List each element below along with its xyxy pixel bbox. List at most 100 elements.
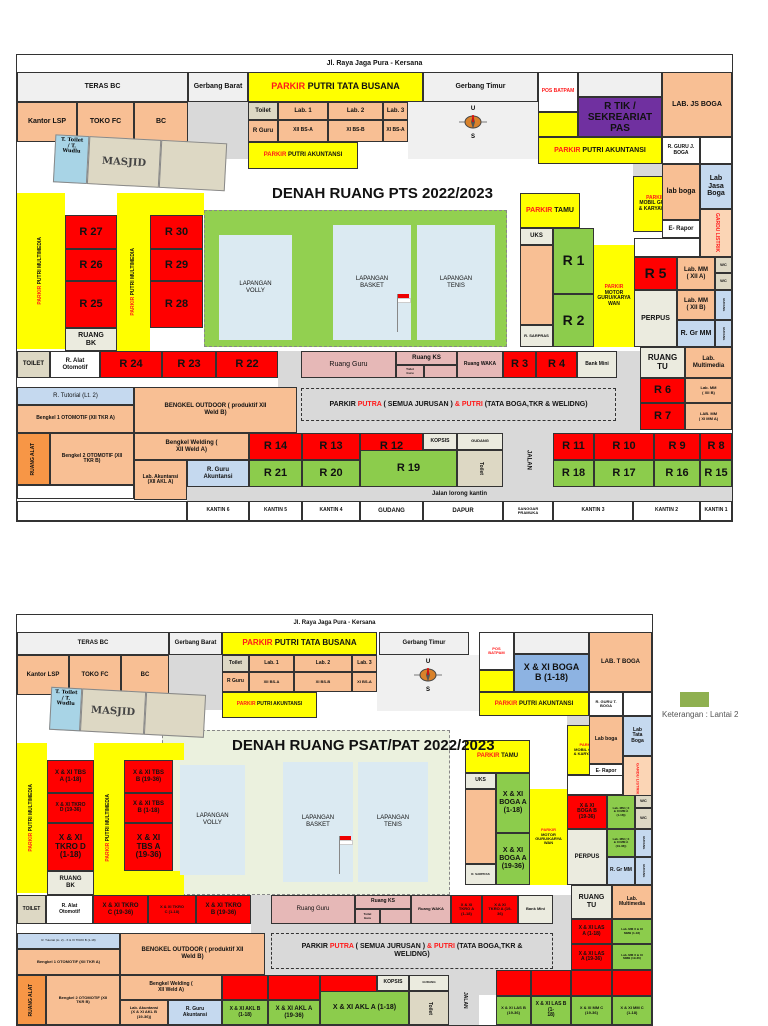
x-xi-tkro-a-19-36: X & XI TKRO A (19- 36) bbox=[482, 895, 518, 924]
lapangan-tenis: LAPANGAN TENIS bbox=[417, 225, 495, 340]
kantor-lsp-label: Kantor LSP bbox=[26, 671, 60, 678]
lab-mm-x-xi-mmb-1-18-label: Lab. MM X & XI MMB (1-18) bbox=[621, 927, 643, 935]
map-title: DENAH RUANG PTS 2022/2023 bbox=[272, 185, 493, 202]
gerbang-barat: Gerbang Barat bbox=[169, 632, 222, 655]
wc-1: WC bbox=[635, 795, 652, 808]
r-20: R 20 bbox=[302, 460, 360, 487]
kantin-3-label: KANTIN 3 bbox=[581, 507, 605, 514]
gudang-v1: GUDANG bbox=[715, 290, 732, 320]
parkir-tamu: PARKIR TAMU bbox=[465, 740, 530, 773]
x-xi-tkro-c-19-36-label: X & XI TKRO C (19-36) bbox=[102, 902, 139, 916]
bengkel-2-otomotif-label: Bengkel 2 OTOMOTIF (XII TKR B) bbox=[58, 994, 108, 1004]
r-tik-sekreariat-label: R TIK / SEKREARIAT PAS bbox=[587, 100, 653, 134]
gardu-listrik-label: GARDU LISTRIK bbox=[713, 213, 720, 253]
lab-t-boga: LAB. T BOGA bbox=[589, 632, 652, 692]
r-10: R 10 bbox=[594, 433, 654, 460]
kantor-lsp: Kantor LSP bbox=[17, 102, 77, 142]
r-4-label: R 4 bbox=[547, 358, 566, 371]
teras-bc-label: TERAS BC bbox=[84, 83, 121, 91]
lab-2: Lab. 2 bbox=[294, 655, 352, 672]
wc-1-label: WC bbox=[720, 261, 727, 267]
r-18: R 18 bbox=[553, 460, 594, 487]
flag-icon bbox=[339, 836, 353, 876]
gerbang-timur: Gerbang Timur bbox=[379, 632, 469, 655]
gray-right bbox=[633, 164, 662, 176]
bc-label: BC bbox=[140, 671, 150, 678]
bengkel-2-otomotif-label: Bengkel 2 OTOMOTIF (XII TKR B) bbox=[61, 452, 123, 464]
r-guru-j-boga-label: R. GURU J. BOGA bbox=[667, 144, 695, 156]
red-blank-6 bbox=[571, 970, 612, 996]
kopsis: KOPSIS bbox=[423, 433, 457, 450]
toilet-wudlu: T. Toilet / T. Wudlu bbox=[52, 134, 90, 185]
x-xi-mm-c-19-36: X & XI MM C (19-36) bbox=[571, 996, 612, 1025]
blank-right bbox=[700, 137, 732, 164]
x-xi-boga-b-1-18: X & XI BOGA B (1-18) bbox=[514, 654, 589, 692]
blank-bottom-left bbox=[17, 501, 187, 521]
x-xi-las-a-1-18: X & XI LAS A (1-18) bbox=[571, 919, 612, 944]
x-xi-las-a-1-18-label: X & XI LAS A (1-18) bbox=[578, 925, 605, 937]
x-xi-tkro-c-1-18-label: X & XI TKRO C (1-18) bbox=[159, 904, 184, 914]
bengkel-1-otomotif: Bengkel 1 OTOMOTIF (XII TKR A) bbox=[17, 949, 120, 975]
x-xi-boga-b-19-36-label: X & XI BOGA B (19-36) bbox=[577, 802, 597, 820]
r-guru-t-boga: R. GURU T. BOGA bbox=[589, 692, 623, 716]
r-26: R 26 bbox=[65, 249, 117, 281]
lab-mm-xi-mm-a: LAB. MM ( XI MM A) bbox=[685, 403, 732, 430]
r-sarpras: R. SARPRAS bbox=[520, 325, 553, 347]
lab-boga: Lab boga bbox=[589, 716, 623, 764]
parkir-putri-akuntansi-1-label: PARKIR PUTRI AKUNTANSI bbox=[236, 701, 303, 708]
parkir-putra-putri: PARKIR PUTRA ( SEMUA JURUSAN ) & PUTRI (… bbox=[301, 388, 616, 421]
bengkel-1-otomotif: Bengkel 1 OTOMOTIF (XII TKR A) bbox=[17, 405, 134, 433]
xii-bs-a-label: XII BS-A bbox=[263, 678, 280, 684]
lab-2-label: Lab. 2 bbox=[346, 107, 365, 114]
kantin-2-label: KANTIN 2 bbox=[654, 507, 679, 514]
parkir-putri-tata-busana-label: PARKIR PUTRI TATA BUSANA bbox=[271, 81, 400, 92]
masjid: MASJID bbox=[79, 688, 147, 735]
lab-mm-xi-mm-a-label: LAB. MM ( XI MM A) bbox=[698, 411, 719, 421]
bengkel-welding-label: Bengkel Welding ( XII Weld A) bbox=[165, 439, 218, 453]
r-2-label: R 2 bbox=[562, 311, 585, 328]
r-guru-bs: R Guru bbox=[248, 120, 278, 142]
road-label: Jl. Raya Jaga Pura - Kersana bbox=[17, 55, 732, 72]
r-6-label: R 6 bbox=[653, 384, 672, 397]
bengkel-welding-label: Bengkel Welding ( XII Weld A) bbox=[149, 981, 193, 993]
r-11-label: R 11 bbox=[562, 440, 585, 453]
toilet-bs-label: Toilet bbox=[229, 659, 242, 666]
bengkel-1-otomotif-label: Bengkel 1 OTOMOTIF (XII TKR A) bbox=[36, 415, 115, 422]
r-22-label: R 22 bbox=[235, 358, 259, 371]
parkir-motor: PARKIR MOTOR GURU/KARYA WAN bbox=[594, 245, 634, 347]
r-alat-otomotif-label: R. Alat Otomotif bbox=[59, 903, 80, 915]
r-8: R 8 bbox=[700, 433, 732, 460]
area-gray-top bbox=[514, 632, 589, 654]
r-29: R 29 bbox=[150, 249, 203, 281]
lab-akuntansi-label: Lab. Akuntansi (XII AKL A) bbox=[142, 473, 179, 485]
dapur: DAPUR bbox=[423, 501, 503, 521]
lab-akuntansi: Lab. Akuntansi (X & XI AKL B (19-36)) bbox=[120, 1000, 168, 1025]
lab-mm-x-xi-mmb-19-36: Lab. MM X & XI MMB (19-36) bbox=[612, 944, 652, 970]
wc-2-label: WC bbox=[640, 815, 647, 821]
white-strip bbox=[634, 238, 700, 257]
yellow-fill bbox=[94, 743, 184, 760]
parkir-tamu-label: PARKIR TAMU bbox=[526, 206, 574, 214]
jalan-label-label: JALAN bbox=[461, 991, 468, 1009]
ruang-waka-label: Ruang WAKA bbox=[418, 906, 444, 912]
r-24: R 24 bbox=[100, 351, 162, 378]
ruang-ks-label: Ruang KS bbox=[371, 898, 395, 905]
masjid-annex bbox=[144, 691, 206, 739]
lab-js-boga-label: LAB. JS BOGA bbox=[672, 100, 722, 108]
lab-mm-x-xi-mm-a-1-18: Lab. MM ( X & XI MM A (1-18)) bbox=[607, 795, 635, 829]
x-xi-tbs-a-1-18: X & XI TBS A (1-18) bbox=[47, 760, 94, 793]
ks-fill bbox=[424, 365, 457, 378]
bengkel-welding: Bengkel Welding ( XII Weld A) bbox=[120, 975, 222, 1000]
teras-bc: TERAS BC bbox=[17, 72, 188, 102]
kantin-2: KANTIN 2 bbox=[633, 501, 700, 521]
parkir-putri-tata-busana-label: PARKIR PUTRI TATA BUSANA bbox=[242, 638, 357, 648]
wc-1: WC bbox=[715, 257, 732, 273]
kopsis-label: KOPSIS bbox=[430, 437, 450, 444]
ruang-ks: Ruang KS bbox=[396, 351, 457, 365]
ruang-tu: RUANG TU bbox=[640, 347, 685, 378]
x-xi-tkro-b-19-36: X & XI TKRO B (19-36) bbox=[196, 895, 251, 924]
ruang-waka: Ruang WAKA bbox=[457, 351, 503, 378]
toilet-jalan: Toilet bbox=[457, 450, 503, 487]
